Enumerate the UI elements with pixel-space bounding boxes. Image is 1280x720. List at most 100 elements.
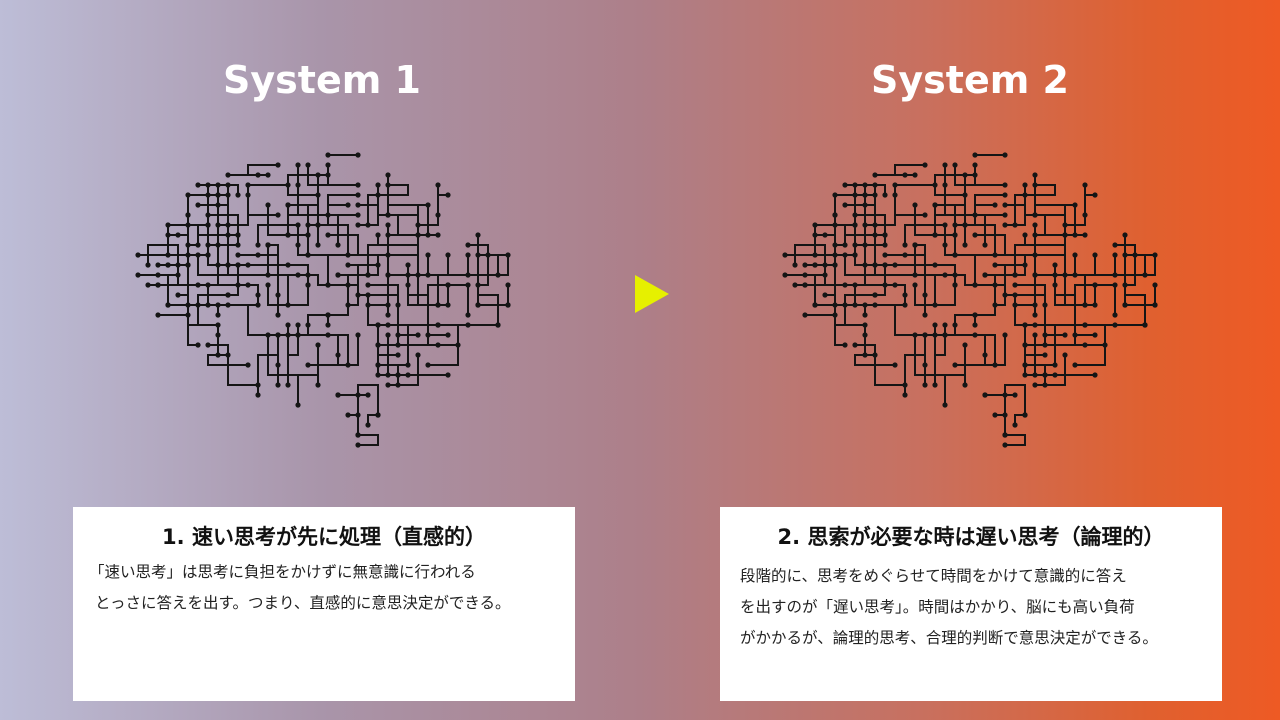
circuit-node [1012, 272, 1018, 278]
system-2-title: System 2 [871, 58, 1069, 102]
circuit-trace [298, 274, 348, 286]
circuit-node [405, 372, 411, 378]
circuit-node [235, 232, 241, 238]
circuit-node [852, 302, 858, 308]
circuit-node [295, 322, 301, 328]
circuit-trace [308, 194, 358, 226]
circuit-node [912, 242, 918, 248]
circuit-node [1112, 242, 1118, 248]
circuit-trace [207, 234, 238, 266]
circuit-node [405, 272, 411, 278]
circuit-trace [975, 274, 996, 316]
circuit-node [1072, 272, 1078, 278]
circuit-node [425, 252, 431, 258]
circuit-node [215, 302, 221, 308]
circuit-node [1042, 342, 1048, 348]
circuit-node [1072, 232, 1078, 238]
circuit-node [505, 302, 511, 308]
circuit-trace [358, 434, 379, 446]
circuit-node [1002, 212, 1008, 218]
circuit-node [1062, 352, 1068, 358]
circuit-node [265, 272, 271, 278]
circuit-trace [785, 234, 825, 256]
circuit-node [225, 352, 231, 358]
circuit-node [1012, 302, 1018, 308]
circuit-node [1022, 412, 1028, 418]
circuit-node [385, 312, 391, 318]
circuit-node [245, 362, 251, 368]
circuit-node [882, 232, 888, 238]
circuit-trace [437, 274, 479, 305]
circuit-node [495, 322, 501, 328]
circuit-node [415, 222, 421, 228]
circuit-node [305, 252, 311, 258]
circuit-node [962, 172, 968, 178]
circuit-node [465, 312, 471, 318]
circuit-node [305, 282, 311, 288]
circuit-trace [1014, 414, 1025, 425]
circuit-node [385, 212, 391, 218]
circuit-node [305, 162, 311, 168]
circuit-node [802, 262, 808, 268]
circuit-node [1032, 212, 1038, 218]
circuit-node [1042, 352, 1048, 358]
circuit-trace [348, 414, 359, 435]
circuit-node [832, 242, 838, 248]
circuit-node [355, 332, 361, 338]
circuit-node [445, 192, 451, 198]
circuit-trace [914, 285, 956, 306]
circuit-node [922, 162, 928, 168]
circuit-trace [955, 334, 996, 366]
circuit-node [315, 172, 321, 178]
circuit-node [265, 282, 271, 288]
circuit-node [285, 262, 291, 268]
circuit-trace [247, 164, 278, 176]
circuit-node [345, 202, 351, 208]
circuit-node [1002, 152, 1008, 158]
circuit-node [872, 352, 878, 358]
circuit-trace [945, 274, 995, 286]
circuit-trace [1064, 274, 1095, 306]
circuit-node [355, 182, 361, 188]
circuit-node [155, 262, 161, 268]
circuit-trace [187, 215, 209, 255]
circuit-brain-icon [135, 152, 511, 448]
circuit-trace [377, 354, 398, 376]
circuit-node [215, 312, 221, 318]
circuit-node [445, 282, 451, 288]
circuit-node [325, 312, 331, 318]
circuit-node [932, 382, 938, 388]
circuit-node [155, 282, 161, 288]
circuit-trace [1024, 354, 1045, 376]
circuit-trace [955, 224, 996, 256]
circuit-trace [944, 185, 956, 235]
circuit-trace [138, 274, 169, 305]
circuit-node [395, 302, 401, 308]
circuit-node [1072, 252, 1078, 258]
card-title: 2. 思索が必要な時は遅い思考（論理的） [777, 525, 1165, 549]
card-line: がかかるが、論理的思考、合理的判断で意思決定ができる。 [740, 629, 1158, 647]
circuit-trace [894, 184, 935, 216]
circuit-node [1032, 232, 1038, 238]
circuit-trace [448, 284, 469, 315]
circuit-node [255, 252, 261, 258]
circuit-node [365, 392, 371, 398]
circuit-node [355, 432, 361, 438]
circuit-trace [934, 335, 966, 376]
circuit-node [195, 202, 201, 208]
circuit-node [812, 302, 818, 308]
circuit-trace [884, 245, 916, 285]
circuit-trace [398, 334, 448, 346]
circuit-node [355, 212, 361, 218]
circuit-node [255, 292, 261, 298]
circuit-node [802, 312, 808, 318]
circuit-node [792, 262, 798, 268]
circuit-node [285, 382, 291, 388]
circuit-node [435, 182, 441, 188]
circuit-trace [1005, 434, 1026, 446]
circuit-node [1062, 232, 1068, 238]
circuit-node [902, 172, 908, 178]
circuit-node [862, 312, 868, 318]
circuit-trace [1045, 334, 1095, 346]
circuit-node [325, 152, 331, 158]
